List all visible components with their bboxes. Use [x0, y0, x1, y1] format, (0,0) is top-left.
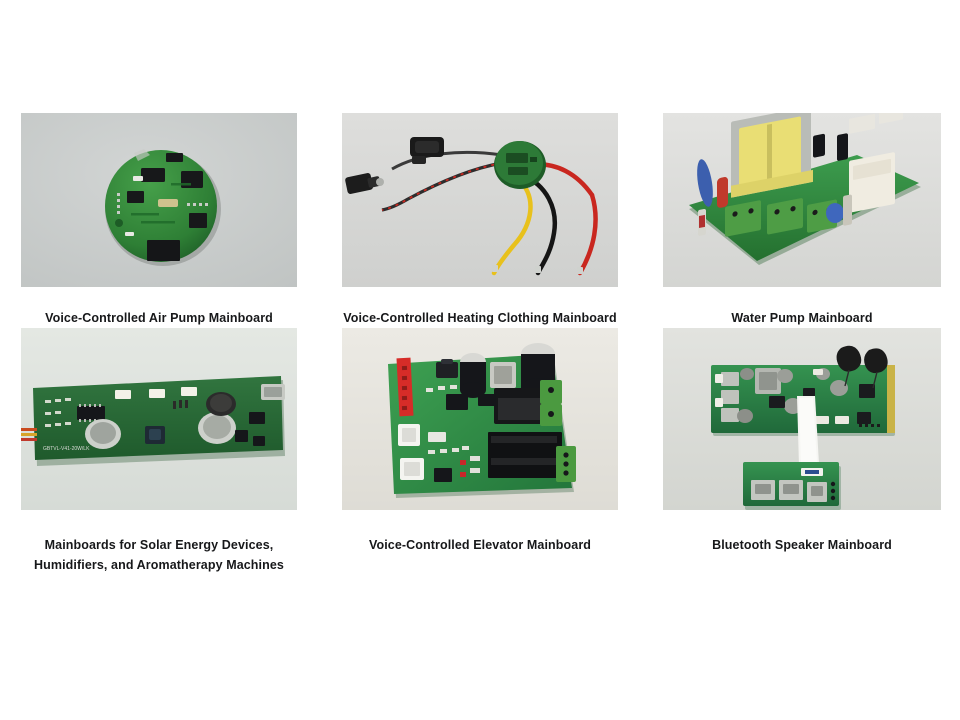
product-caption: Voice-Controlled Elevator Mainboard	[368, 538, 592, 553]
gallery-item[interactable]: Voice-Controlled Air Pump Mainboard	[21, 113, 297, 328]
gallery-item[interactable]: Water Pump Mainboard	[663, 113, 941, 328]
product-caption: Voice-Controlled Heating Clothing Mainbo…	[343, 311, 617, 325]
gallery-item[interactable]: Voice-Controlled Elevator Mainboard	[342, 328, 618, 575]
product-image-heating-clothing[interactable]	[342, 113, 618, 287]
product-image-bluetooth-speaker[interactable]	[663, 328, 941, 511]
product-caption: Bluetooth Speaker Mainboard	[712, 538, 892, 553]
product-image-solar-humidifier[interactable]: GBTVL-V41-20W/LK	[21, 328, 297, 511]
air-pump-board-illustration	[21, 113, 297, 287]
gallery-item[interactable]: Bluetooth Speaker Mainboard	[663, 328, 941, 575]
water-pump-board-illustration	[663, 113, 941, 287]
solar-humidifier-board-illustration: GBTVL-V41-20W/LK	[21, 328, 297, 511]
product-caption: Water Pump Mainboard	[731, 311, 873, 325]
product-caption: Voice-Controlled Air Pump Mainboard	[45, 311, 273, 325]
bluetooth-speaker-board-illustration	[663, 328, 941, 511]
gallery-item[interactable]: Voice-Controlled Heating Clothing Mainbo…	[342, 113, 618, 328]
product-image-air-pump[interactable]	[21, 113, 297, 287]
gallery-grid: Voice-Controlled Air Pump Mainboard	[21, 113, 941, 575]
gallery-item[interactable]: GBTVL-V41-20W/LK Mainboards for Solar En…	[21, 328, 297, 575]
product-image-elevator[interactable]	[342, 328, 618, 511]
heating-clothing-board-illustration	[342, 113, 618, 287]
product-caption: Mainboards for Solar Energy Devices,Humi…	[34, 538, 284, 572]
product-image-water-pump[interactable]	[663, 113, 941, 287]
elevator-board-illustration	[342, 328, 618, 511]
svg-text:GBTVL-V41-20W/LK: GBTVL-V41-20W/LK	[43, 446, 90, 452]
